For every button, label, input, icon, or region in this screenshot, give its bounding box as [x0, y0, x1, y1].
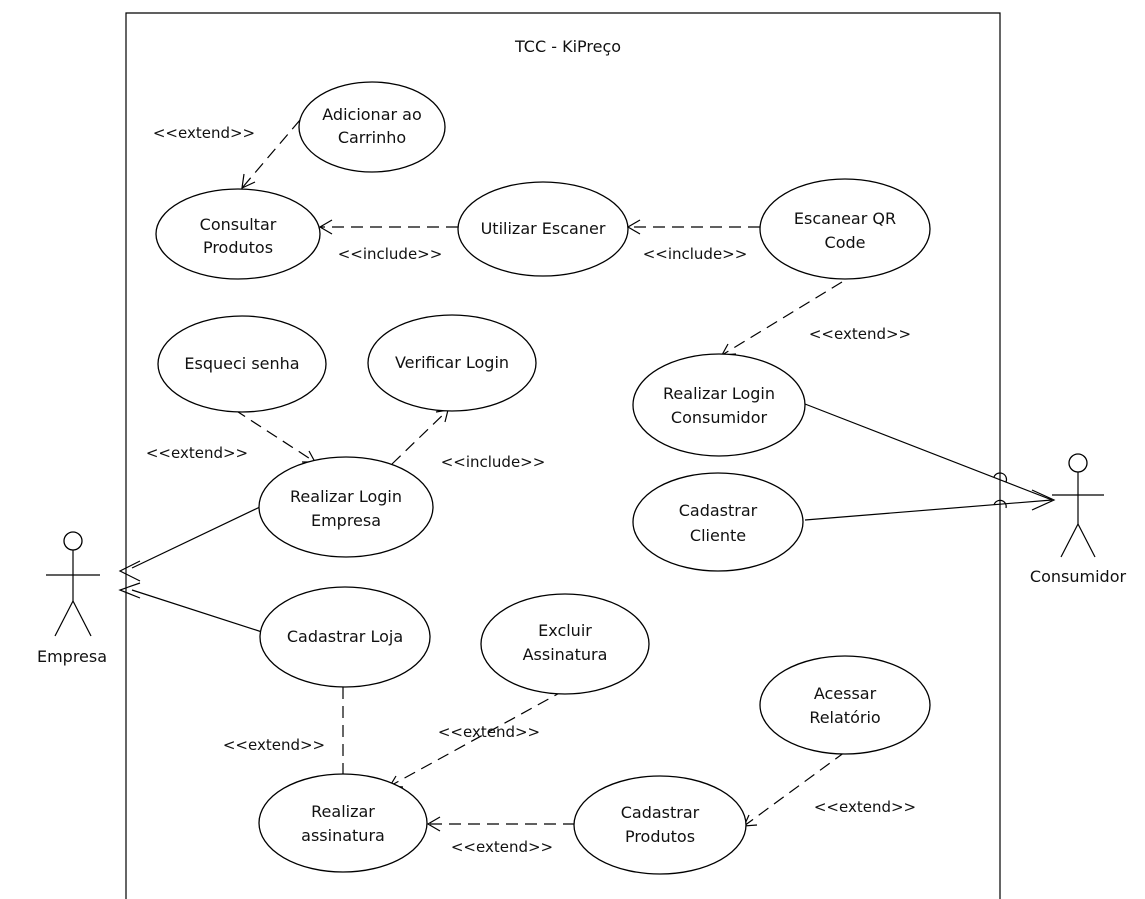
actor-consumidor[interactable]: Consumidor — [1030, 453, 1127, 586]
use-case-ellipse[interactable] — [259, 586, 431, 688]
use-case-label-line-2: Produtos — [203, 238, 273, 257]
use-case-esqueci-senha[interactable]: Esqueci senha — [157, 315, 327, 413]
use-case-label-line-1: Excluir — [538, 621, 592, 640]
use-case-label-line-1: Acessar — [814, 684, 877, 703]
use-case-verificar-login[interactable]: Verificar Login — [367, 314, 537, 412]
association-empresa-login-empresa — [131, 505, 263, 569]
association-consumidor-login-consumidor — [804, 403, 1053, 501]
label-utilizar-consultar: <<include>> — [338, 245, 443, 263]
use-case-label-line-2: Assinatura — [523, 645, 608, 664]
use-case-cadastrar-loja[interactable]: Cadastrar Loja — [259, 586, 431, 688]
use-case-label-line-2: assinatura — [301, 826, 385, 845]
label-escanear-login-consumidor: <<extend>> — [809, 325, 911, 343]
boundary-hop-bottom — [993, 499, 1007, 509]
use-case-realizar-login-empresa[interactable]: Realizar Login Empresa — [258, 456, 434, 558]
use-case-label-line-2: Code — [825, 233, 866, 252]
actor-left-leg — [1060, 523, 1079, 558]
arrowhead-adicionar-consultar — [241, 173, 256, 190]
use-case-label-line-1: Realizar Login — [290, 487, 402, 506]
association-arrowhead-consumidor — [1031, 489, 1056, 511]
use-case-label-line-1: Verificar Login — [395, 353, 509, 372]
use-case-escanear-qr-code[interactable]: Escanear QR Code — [759, 178, 931, 280]
use-case-label-line-2: Empresa — [311, 511, 381, 530]
use-case-realizar-login-consumidor[interactable]: Realizar Login Consumidor — [632, 353, 806, 457]
use-case-realizar-assinatura[interactable]: Realizar assinatura — [258, 773, 428, 873]
relation-escanear-login-consumidor — [721, 281, 843, 356]
arrowhead-cadastrar-produtos-assinatura — [426, 816, 441, 832]
use-case-label-line-1: Cadastrar — [679, 501, 758, 520]
use-case-adicionar-ao-carrinho[interactable]: Adicionar ao Carrinho — [298, 81, 446, 173]
use-case-ellipse[interactable] — [157, 315, 327, 413]
use-case-label-line-2: Cliente — [690, 526, 746, 545]
arrowhead-utilizar-consultar — [318, 219, 333, 235]
use-case-label-line-1: Realizar — [311, 802, 375, 821]
use-case-label-line-1: Consultar — [200, 215, 277, 234]
use-case-ellipse[interactable] — [258, 773, 428, 873]
use-case-label-line-1: Esqueci senha — [184, 354, 299, 373]
use-case-ellipse[interactable] — [632, 353, 806, 457]
system-boundary-frame — [125, 12, 1001, 899]
label-acessar-cadastrar-produtos: <<extend>> — [814, 798, 916, 816]
actor-right-leg — [72, 600, 92, 637]
label-escanear-utilizar: <<include>> — [643, 245, 748, 263]
use-cases: Adicionar ao Carrinho Consultar Produtos… — [155, 81, 931, 875]
use-case-ellipse[interactable] — [155, 188, 321, 280]
boundary-hop-top — [993, 472, 1008, 483]
actor-left-leg — [54, 600, 74, 637]
use-case-label-line-2: Consumidor — [671, 408, 768, 427]
use-case-ellipse[interactable] — [367, 314, 537, 412]
associations — [118, 403, 1056, 633]
use-case-ellipse[interactable] — [573, 775, 747, 875]
use-case-excluir-assinatura[interactable]: Excluir Assinatura — [480, 593, 650, 695]
use-case-ellipse[interactable] — [298, 81, 446, 173]
label-excluir-assinatura: <<extend>> — [438, 723, 540, 741]
use-case-consultar-produtos[interactable]: Consultar Produtos — [155, 188, 321, 280]
association-arrowhead-empresa-top — [118, 560, 141, 582]
use-case-label-line-1: Cadastrar Loja — [287, 627, 403, 646]
relation-esqueci-login-empresa — [234, 409, 316, 463]
label-cadastrar-produtos-assinatura: <<extend>> — [451, 838, 553, 856]
label-adicionar-consultar: <<extend>> — [153, 124, 255, 142]
actor-head — [1068, 453, 1088, 473]
use-case-ellipse[interactable] — [457, 181, 629, 277]
label-login-empresa-verificar: <<include>> — [441, 453, 546, 471]
use-case-ellipse[interactable] — [258, 456, 434, 558]
use-case-label-line-1: Utilizar Escaner — [481, 219, 606, 238]
label-assinatura-cadastrar-loja: <<extend>> — [223, 736, 325, 754]
relation-login-empresa-verificar — [391, 409, 449, 465]
actor-name-consumidor: Consumidor — [1030, 567, 1127, 586]
use-case-label-line-2: Produtos — [625, 827, 695, 846]
use-case-label-line-1: Realizar Login — [663, 384, 775, 403]
use-case-label-line-2: Carrinho — [338, 128, 406, 147]
actor-name-empresa: Empresa — [37, 647, 107, 666]
relation-adicionar-consultar — [241, 119, 301, 189]
association-empresa-cadastrar-loja — [131, 589, 263, 633]
actor-right-leg — [1077, 523, 1096, 558]
system-boundary: TCC - KiPreço — [125, 12, 1001, 899]
label-esqueci-login-empresa: <<extend>> — [146, 444, 248, 462]
association-arrowhead-empresa-bottom — [118, 582, 141, 599]
use-case-cadastrar-produtos[interactable]: Cadastrar Produtos — [573, 775, 747, 875]
relation-labels: <<extend>> <<include>> <<include>> <<ext… — [146, 124, 916, 856]
use-case-cadastrar-cliente[interactable]: Cadastrar Cliente — [632, 472, 804, 572]
actor-head — [63, 531, 83, 551]
use-case-utilizar-escaner[interactable]: Utilizar Escaner — [457, 181, 629, 277]
use-case-label-line-1: Escanear QR — [794, 209, 896, 228]
system-title: TCC - KiPreço — [514, 37, 621, 56]
association-consumidor-cadastrar-cliente — [804, 499, 1053, 521]
use-case-acessar-relatorio[interactable]: Acessar Relatório — [759, 655, 931, 755]
use-case-ellipse[interactable] — [480, 593, 650, 695]
use-case-ellipse[interactable] — [759, 178, 931, 280]
use-case-ellipse[interactable] — [632, 472, 804, 572]
use-case-label-line-1: Adicionar ao — [322, 105, 422, 124]
actor-empresa[interactable]: Empresa — [37, 531, 107, 666]
relation-excluir-assinatura — [389, 689, 566, 787]
use-case-label-line-1: Cadastrar — [621, 803, 700, 822]
use-case-label-line-2: Relatório — [809, 708, 880, 727]
relation-acessar-cadastrar-produtos — [743, 751, 846, 827]
use-case-ellipse[interactable] — [759, 655, 931, 755]
